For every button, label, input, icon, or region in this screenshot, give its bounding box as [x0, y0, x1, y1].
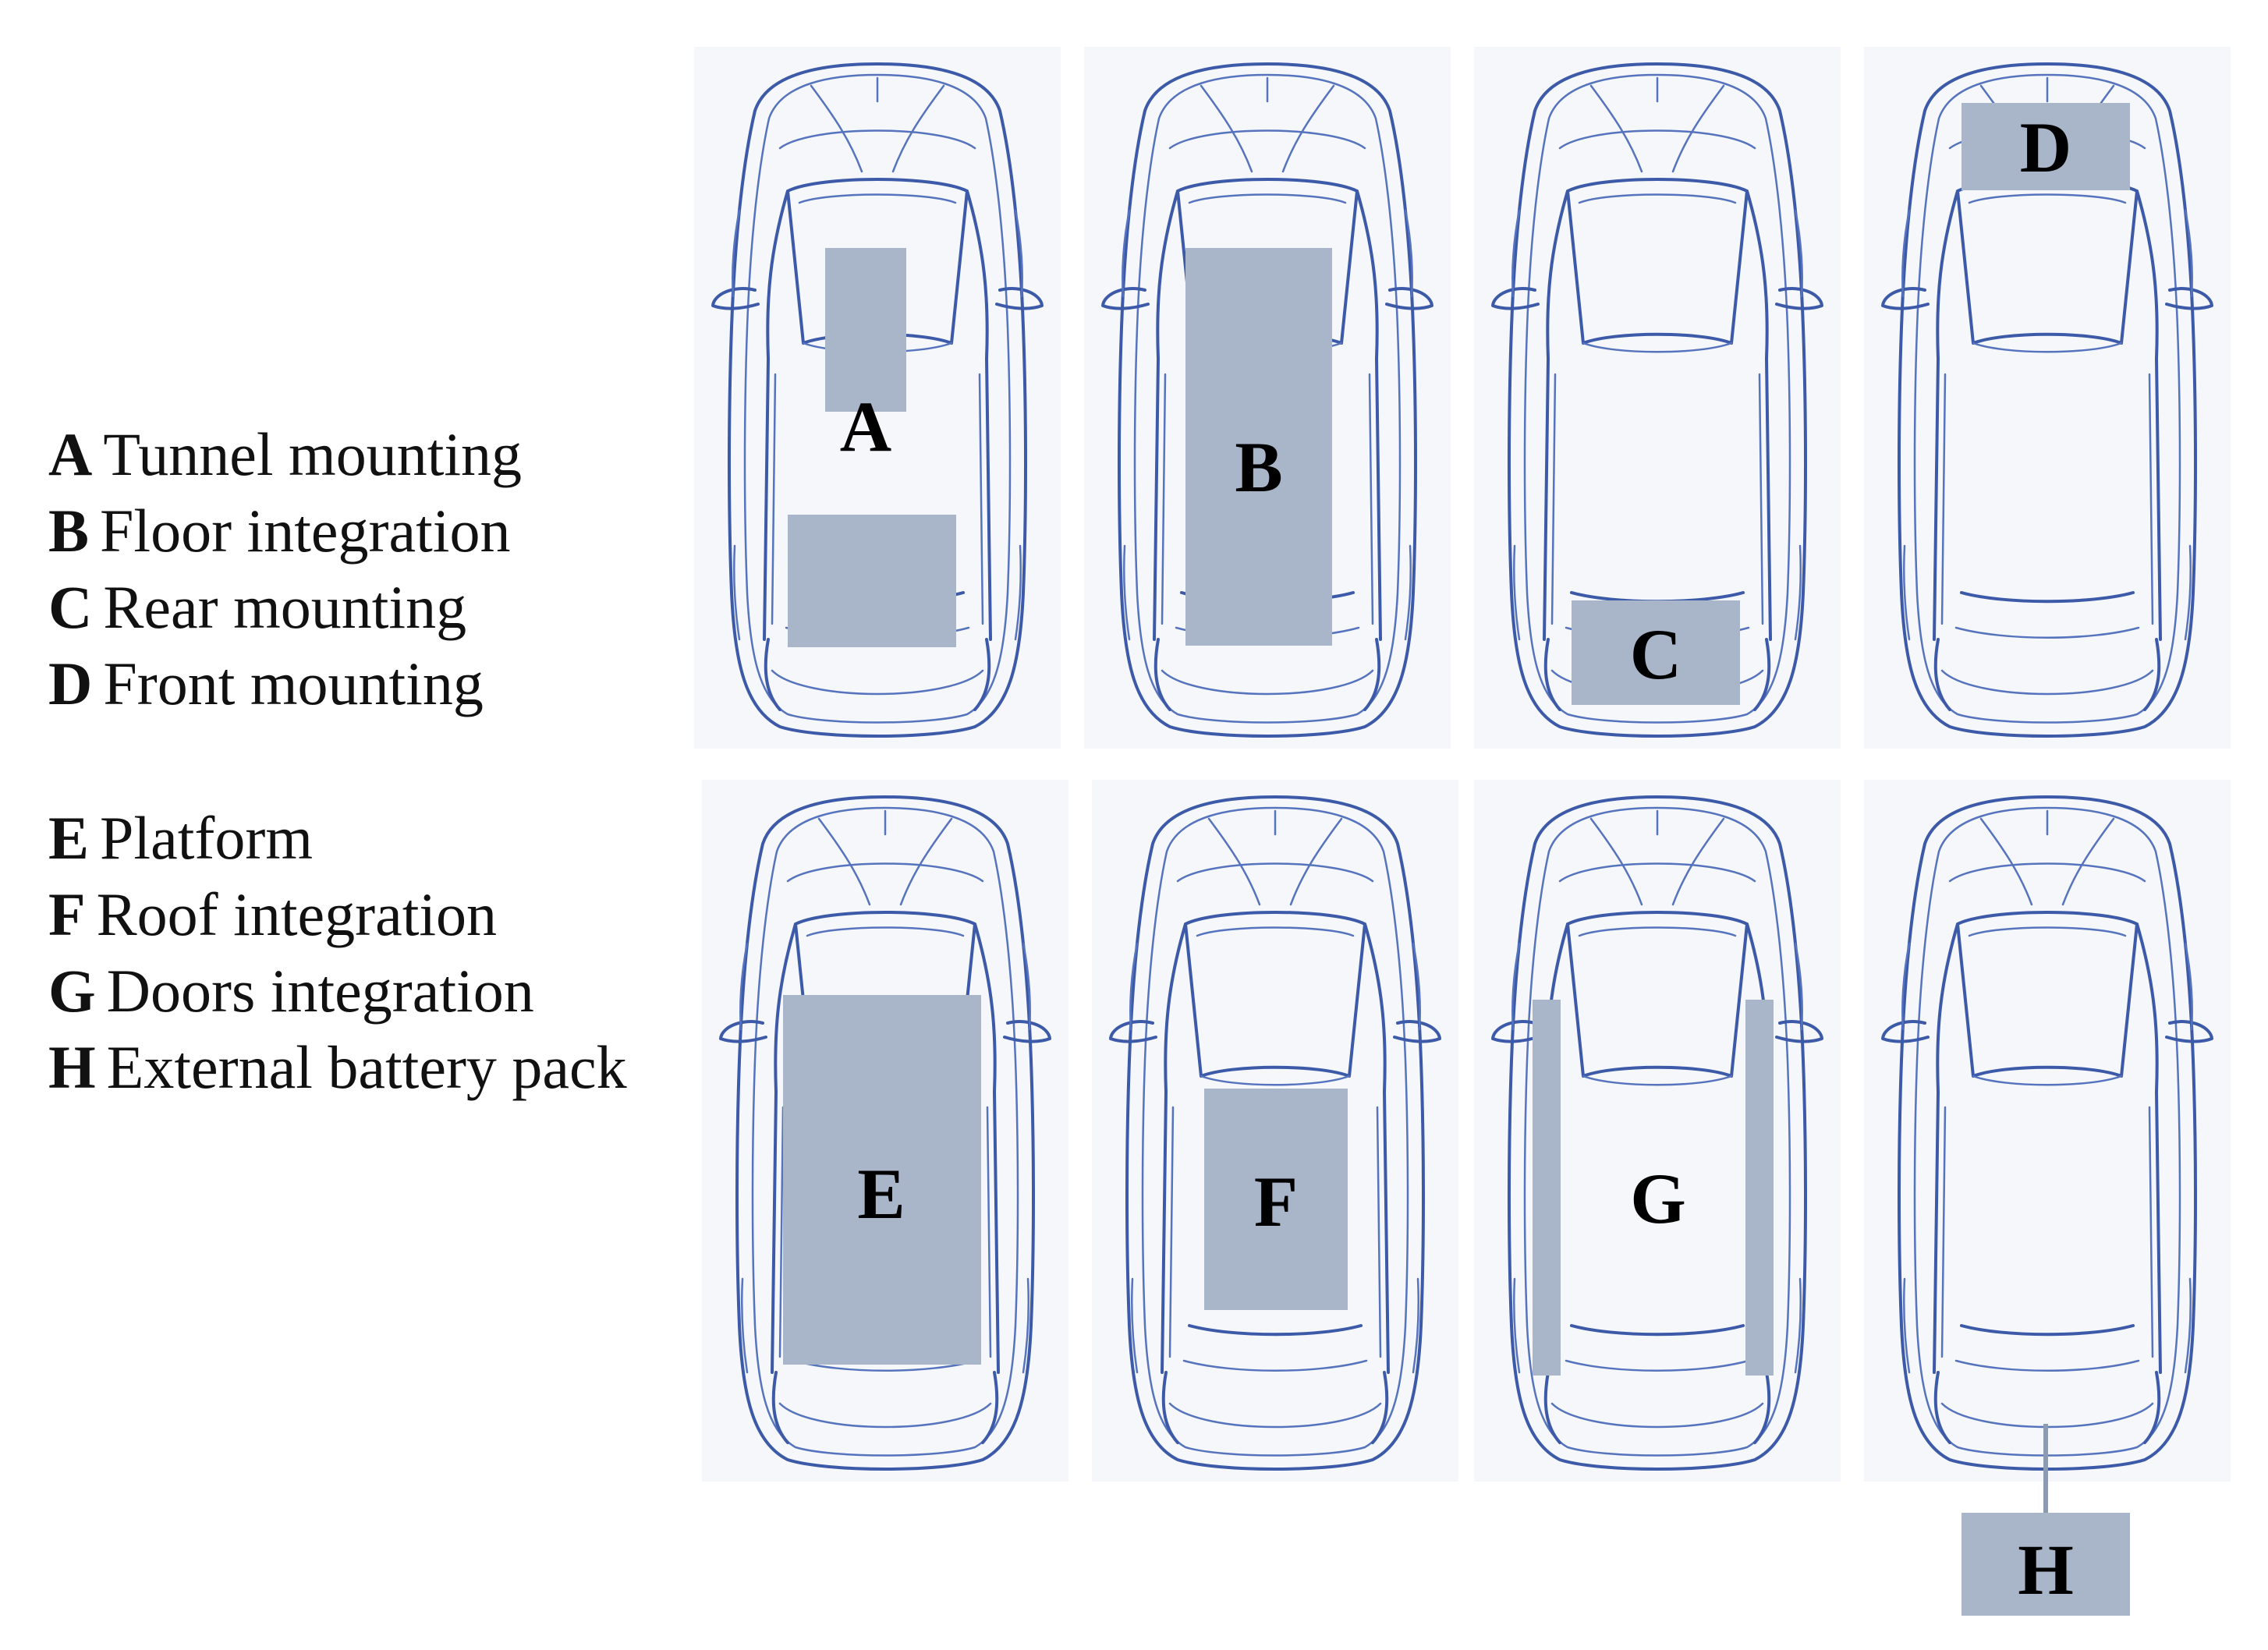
legend-key: A: [48, 420, 93, 488]
panel-background: [1864, 780, 2231, 1482]
legend-label: Front mounting: [103, 650, 484, 717]
car-outline-icon: [1881, 795, 2213, 1471]
battery-block: [1533, 1000, 1561, 1376]
battery-block: [783, 995, 981, 1365]
car-outline-icon: [1109, 795, 1441, 1471]
legend-key: C: [48, 573, 93, 641]
battery-label: B: [1235, 427, 1282, 507]
battery-label: G: [1630, 1159, 1686, 1238]
legend-label: Tunnel mounting: [103, 420, 523, 488]
car-diagram-d: D: [1864, 47, 2231, 749]
car-panel-c: C: [1474, 47, 1841, 749]
battery-block: [1745, 1000, 1774, 1376]
battery-block: [825, 248, 906, 412]
car-diagram-f: F: [1092, 780, 1458, 1482]
battery-label: E: [857, 1154, 905, 1234]
battery-label: H: [2018, 1530, 2074, 1609]
battery-block: [1961, 1513, 2130, 1616]
battery-label: A: [840, 387, 891, 466]
car-panel-d: D: [1864, 47, 2231, 749]
panel-background: [1474, 780, 1841, 1482]
battery-block: [1961, 103, 2130, 190]
car-panel-h: H: [1864, 780, 2231, 1616]
legend-key: F: [48, 880, 86, 948]
car-panel-e: E: [702, 780, 1068, 1482]
legend-label: External battery pack: [106, 1033, 627, 1101]
car-panel-a: A: [694, 47, 1061, 749]
legend-key: H: [48, 1033, 96, 1101]
battery-label: C: [1630, 614, 1682, 694]
car-panel-f: F: [1092, 780, 1458, 1482]
legend-label: Rear mounting: [103, 573, 467, 641]
legend-key: E: [48, 804, 90, 872]
car-diagram-h: H: [1864, 780, 2231, 1616]
legend-key: B: [48, 497, 90, 565]
legend-label: Roof integration: [96, 880, 498, 948]
battery-block: [1204, 1089, 1348, 1310]
battery-block: [788, 515, 956, 647]
battery-block: [1572, 600, 1740, 705]
car-outline-icon: [1881, 62, 2213, 738]
car-diagram-a: A: [694, 47, 1061, 749]
battery-label: D: [2020, 108, 2071, 187]
battery-label: F: [1254, 1162, 1298, 1241]
car-diagram-b: B: [1084, 47, 1451, 749]
car-panel-g: G: [1474, 780, 1841, 1482]
car-diagram-e: E: [702, 780, 1068, 1482]
car-outline-icon: [711, 62, 1044, 738]
car-diagram-c: C: [1474, 47, 1841, 749]
legend-label: Floor integration: [100, 497, 511, 565]
battery-block: [1185, 248, 1332, 646]
car-diagram-g: G: [1474, 780, 1841, 1482]
legend-label: Platform: [100, 804, 313, 872]
legend-key: D: [48, 650, 93, 717]
legend-label: Doors integration: [106, 957, 534, 1025]
legend-key: G: [48, 957, 96, 1025]
car-panel-b: B: [1084, 47, 1451, 749]
